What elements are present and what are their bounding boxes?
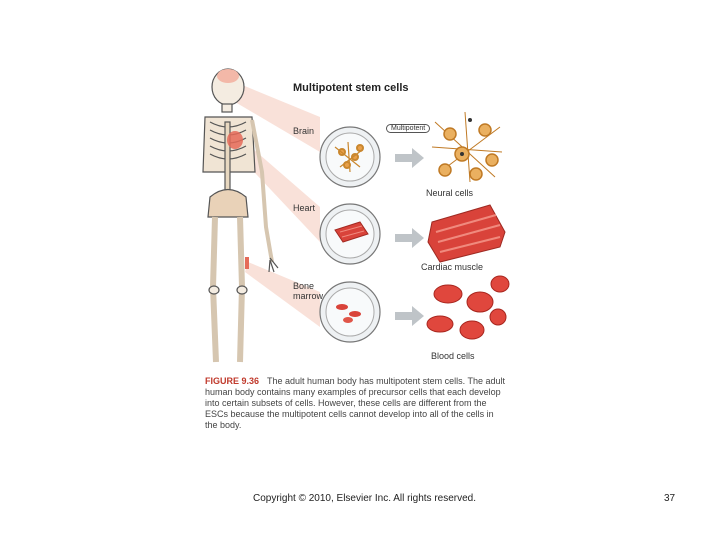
figure-label: FIGURE 9.36 — [205, 376, 260, 386]
page-number: 37 — [664, 493, 676, 504]
petri-dish-brain — [319, 126, 381, 188]
arrow-cardiac — [395, 228, 424, 248]
stem-cell-illustration — [202, 68, 510, 363]
source-label-heart: Heart — [293, 203, 316, 213]
blood-cells-image — [426, 275, 510, 340]
heart-highlight — [227, 131, 243, 149]
neural-cells-image — [431, 111, 503, 183]
multipotent-badge: Multipotent — [386, 124, 431, 133]
target-label-cardiac: Cardiac muscle — [421, 262, 484, 272]
figure-title: Multipotent stem cells — [293, 82, 409, 94]
caption-text: The adult human body has multipotent ste… — [205, 376, 505, 430]
cardiac-muscle-image — [427, 204, 506, 263]
target-label-neural: Neural cells — [426, 188, 474, 198]
petri-dish-heart — [319, 203, 381, 265]
brain-highlight — [217, 69, 239, 83]
marrow-highlight — [245, 257, 249, 269]
skeleton — [202, 68, 279, 363]
arrow-blood — [395, 306, 424, 326]
brain-ray — [235, 82, 320, 152]
source-label-brain: Brain — [293, 126, 315, 136]
source-label-bone-marrow: Bone marrow — [293, 281, 324, 301]
target-label-blood: Blood cells — [431, 351, 475, 361]
copyright-footer: Copyright © 2010, Elsevier Inc. All righ… — [253, 493, 477, 504]
marrow-ray — [245, 262, 320, 327]
arrow-neural — [395, 148, 424, 168]
petri-dish-marrow — [319, 281, 381, 343]
